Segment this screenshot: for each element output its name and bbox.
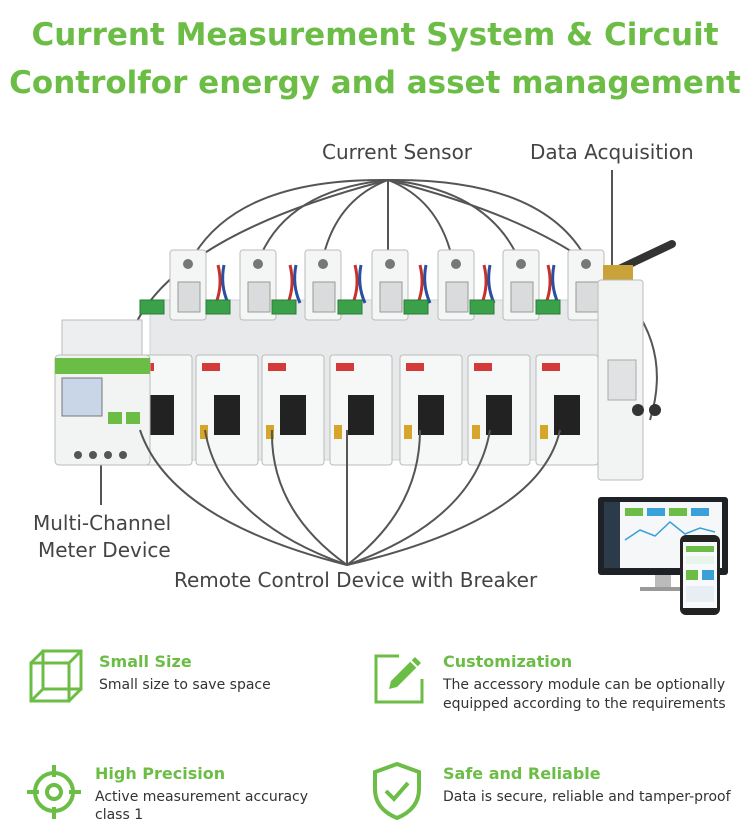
feature-title: Small Size [99, 652, 192, 671]
cube-icon [29, 649, 83, 703]
feature-title: Safe and Reliable [443, 764, 601, 783]
breaker-modules [129, 354, 599, 466]
label-meter-line2: Meter Device [38, 538, 171, 562]
page-title-line1: Current Measurement System & Circuit [31, 17, 719, 53]
pencil-icon [374, 654, 424, 704]
feature-desc-line1: The accessory module can be optionally [443, 677, 726, 693]
phone-illustration [680, 535, 720, 615]
shield-check-icon [373, 761, 421, 821]
feature-desc-line2: class 1 [95, 807, 144, 823]
label-meter-line1: Multi-Channel [33, 511, 172, 535]
label-current-sensor: Current Sensor [322, 140, 473, 164]
feature-desc-line2: equipped according to the requirements [443, 696, 726, 712]
current-sensor-modules [169, 249, 605, 321]
label-data-acquisition: Data Acquisition [530, 140, 694, 164]
green-terminals [139, 299, 561, 315]
feature-title: Customization [443, 652, 573, 671]
label-remote-control: Remote Control Device with Breaker [174, 568, 538, 592]
target-icon [27, 765, 81, 819]
product-diagram [54, 170, 728, 615]
feature-desc-line1: Active measurement accuracy [95, 789, 309, 805]
feature-desc: Data is secure, reliable and tamper-proo… [443, 789, 731, 805]
data-acquisition-module [597, 240, 676, 481]
feature-desc: Small size to save space [99, 677, 271, 693]
page-title-line2: Controlfor energy and asset management [9, 65, 741, 101]
remote-control-lines [139, 429, 561, 566]
feature-title: High Precision [95, 764, 226, 783]
multi-channel-meter [54, 319, 151, 466]
